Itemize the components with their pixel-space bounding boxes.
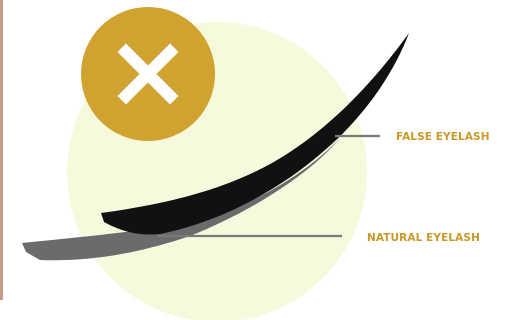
left-edge-stripe bbox=[0, 0, 3, 300]
false-eyelash-shape bbox=[101, 33, 409, 235]
close-x-icon bbox=[117, 43, 179, 105]
incorrect-badge bbox=[81, 7, 215, 141]
false-eyelash-label: FALSE EYELASH bbox=[396, 131, 490, 143]
natural-eyelash-label: NATURAL EYELASH bbox=[367, 232, 480, 244]
